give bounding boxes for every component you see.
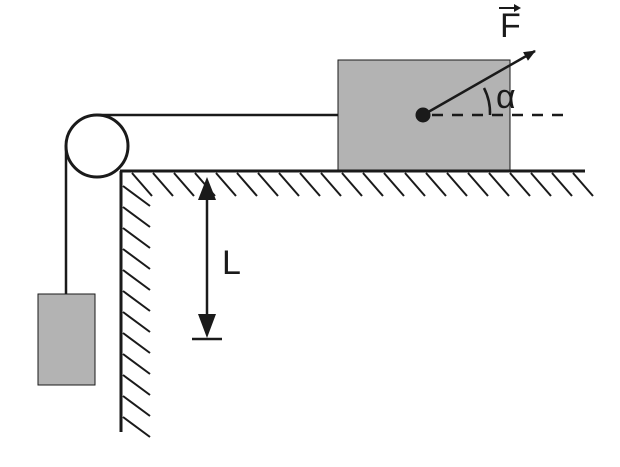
hatch-mark [122, 269, 151, 291]
hatch-mark [122, 374, 151, 396]
hatch-mark [122, 311, 151, 333]
hatch-mark [509, 172, 531, 197]
hatch-mark [278, 172, 300, 197]
svg-text:F: F [500, 7, 521, 45]
hatch-mark [236, 172, 258, 197]
hatch-mark [530, 172, 552, 197]
hatch-mark [122, 248, 151, 270]
height-dimension [192, 177, 222, 341]
hanging-block [37, 293, 96, 386]
hatch-mark [551, 172, 573, 197]
hatch-mark [122, 206, 151, 228]
hatch-mark [122, 416, 151, 438]
hatch-mark [404, 172, 426, 197]
hatch-mark [122, 290, 151, 312]
hatch-mark [152, 172, 174, 197]
hatch-mark [488, 172, 510, 197]
hatch-mark [173, 172, 195, 197]
pulley [64, 113, 130, 179]
hatch-mark [131, 172, 153, 197]
hatch-mark [299, 172, 321, 197]
hatch-mark [572, 172, 594, 197]
height-label: L [222, 244, 241, 282]
hatch-mark [122, 185, 151, 207]
hatch-mark [257, 172, 279, 197]
hatch-mark [362, 172, 384, 197]
hatch-mark [320, 172, 342, 197]
hatch-mark [122, 395, 151, 417]
table-wall [119, 171, 151, 438]
hatch-mark [122, 332, 151, 354]
hatch-mark [122, 353, 151, 375]
hatch-mark [122, 227, 151, 249]
angle-label: α [496, 78, 516, 116]
hatch-mark [467, 172, 489, 197]
angle-arc [482, 87, 492, 116]
force-arrow [422, 49, 536, 117]
table-surface [120, 169, 594, 197]
application-point [415, 107, 431, 123]
hatch-mark [341, 172, 363, 197]
hatch-mark [383, 172, 405, 197]
hatch-mark [425, 172, 447, 197]
hatch-mark [215, 172, 237, 197]
hatch-mark [446, 172, 468, 197]
force-label: F [499, 4, 521, 45]
